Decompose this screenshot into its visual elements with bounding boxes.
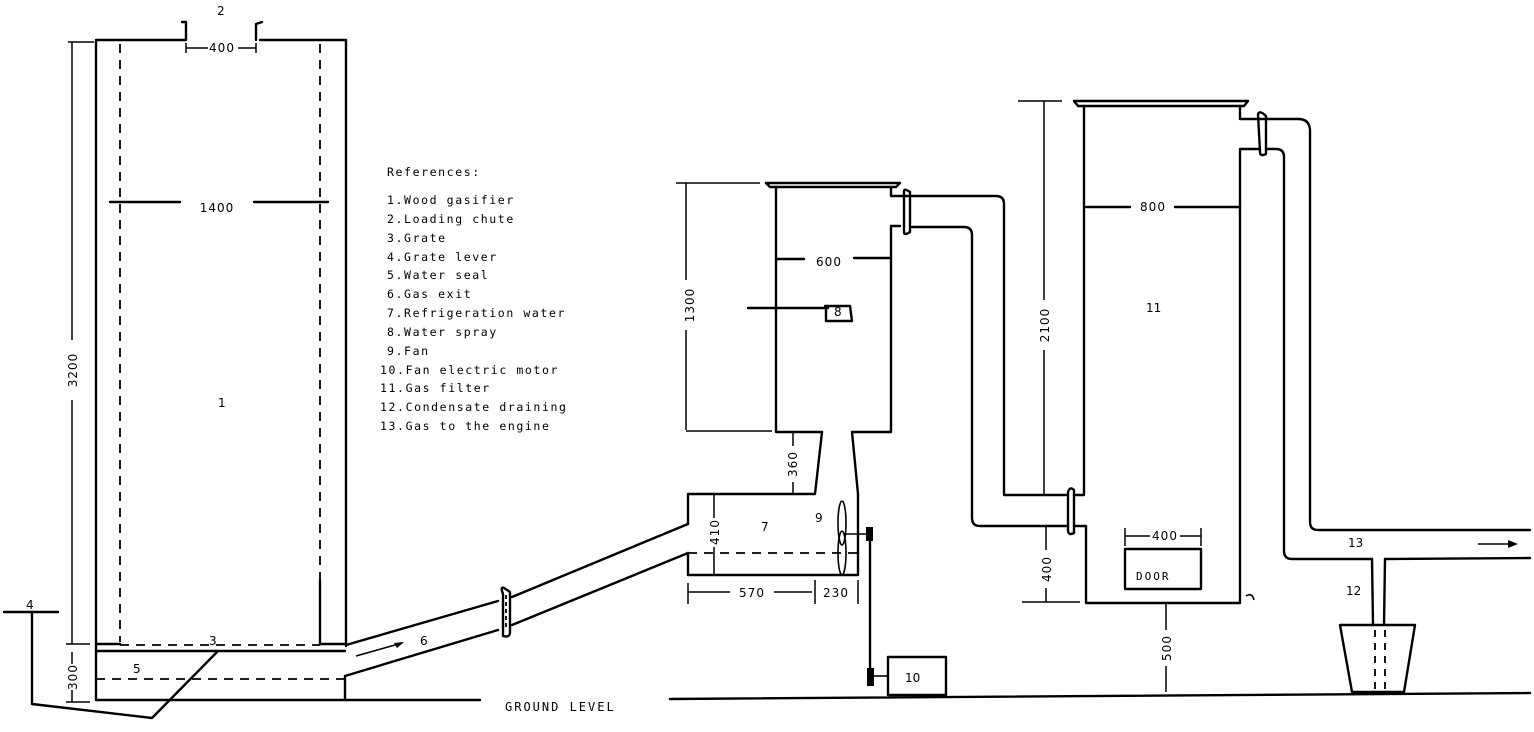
refrigeration-tank <box>686 430 860 577</box>
connecting-pipe <box>902 188 1076 536</box>
legend-item: 6.Gas exit <box>387 287 472 301</box>
legend-item: 10.Fan electric motor <box>380 363 559 377</box>
dim-filter-width: 800 <box>1140 200 1166 214</box>
motor-label: 10 <box>905 671 920 685</box>
dim-tank-length: 570 <box>739 586 765 600</box>
ground-line <box>343 691 1532 702</box>
spray-label: 8 <box>834 305 842 319</box>
dim-base-height: 300 <box>66 664 80 690</box>
exit-label: 6 <box>420 634 428 648</box>
legend-item: 1.Wood gasifier <box>387 193 515 207</box>
fan-label: 9 <box>815 511 823 525</box>
chute-label: 2 <box>217 4 225 18</box>
legend-item: 4.Grate lever <box>387 250 498 264</box>
dim-fan-offset: 230 <box>823 586 849 600</box>
dim-neck-height: 360 <box>786 451 800 477</box>
gas-filter <box>1072 99 1262 605</box>
cooler-dimensions <box>676 182 893 432</box>
wood-gasifier <box>2 20 348 720</box>
legend-item: 11.Gas filter <box>380 381 491 395</box>
grate-label: 3 <box>209 634 217 648</box>
dim-tank-height: 410 <box>708 519 722 545</box>
condensate-drain <box>1338 557 1417 694</box>
fan-motor <box>886 655 948 697</box>
legend-item: 3.Grate <box>387 231 447 245</box>
door-label: DOOR <box>1136 570 1171 583</box>
lever-label: 4 <box>26 598 34 612</box>
dim-cooler-height: 1300 <box>683 288 697 323</box>
dim-gasifier-width: 1400 <box>200 201 235 215</box>
legend-item: 9.Fan <box>387 344 430 358</box>
dim-chute-width: 400 <box>209 41 235 55</box>
water-label: 7 <box>761 520 769 534</box>
dim-filter-inlet-height: 400 <box>1040 556 1054 582</box>
gas-exit-pipe <box>343 522 690 678</box>
legend-item: 2.Loading chute <box>387 212 515 226</box>
legend-item: 12.Condensate draining <box>380 400 568 414</box>
legend: References: 1.Wood gasifier 2.Loading ch… <box>380 165 568 433</box>
cooler-column <box>764 181 907 434</box>
dim-cooler-width: 600 <box>816 255 842 269</box>
seal-label: 5 <box>133 662 141 676</box>
drain-label: 12 <box>1346 584 1361 598</box>
dim-filter-height: 2100 <box>1038 308 1052 343</box>
gasifier-dimensions <box>66 41 330 703</box>
dim-gasifier-height: 3200 <box>66 353 80 388</box>
filter-label: 11 <box>1146 301 1161 315</box>
legend-title: References: <box>387 165 481 179</box>
ground-level-label: GROUND LEVEL <box>505 700 616 714</box>
gasifier-label: 1 <box>218 396 226 410</box>
tank-dimensions <box>687 432 859 604</box>
legend-item: 5.Water seal <box>387 268 489 282</box>
outlet-pipe <box>1256 111 1532 561</box>
legend-item: 7.Refrigeration water <box>387 306 566 320</box>
fan-belt <box>867 538 888 686</box>
water-spray <box>746 304 854 323</box>
dim-filter-clearance: 500 <box>1160 635 1174 661</box>
legend-item: 8.Water spray <box>387 325 498 339</box>
engine-label: 13 <box>1348 536 1363 550</box>
fan <box>837 500 873 576</box>
dim-door-width: 400 <box>1152 529 1178 543</box>
legend-item: 13.Gas to the engine <box>380 419 550 433</box>
filter-dimensions <box>1018 100 1242 692</box>
